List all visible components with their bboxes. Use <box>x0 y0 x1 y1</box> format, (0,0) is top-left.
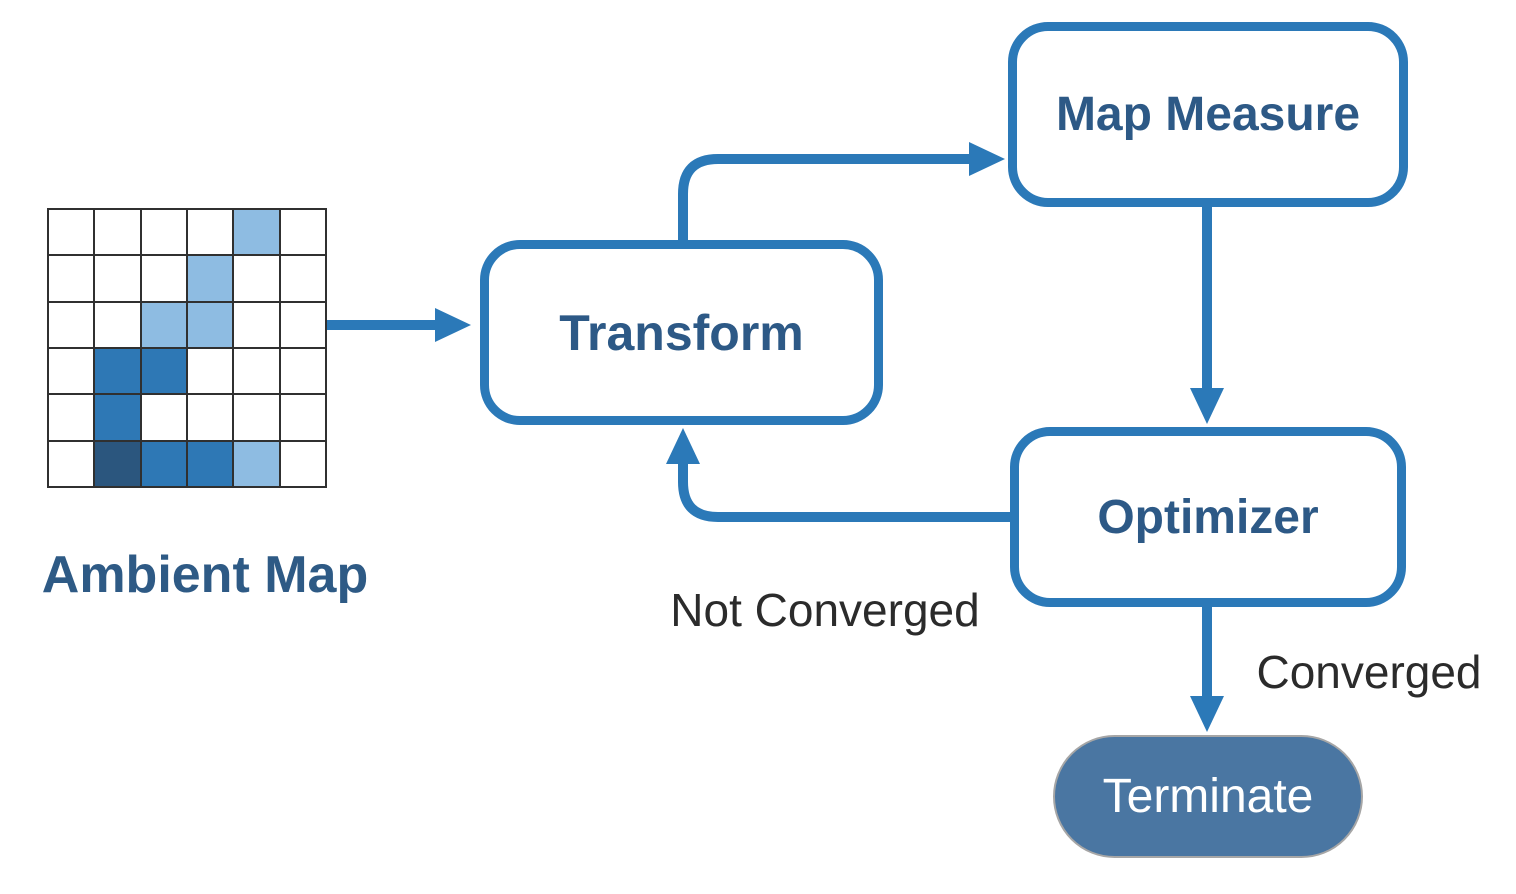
grid-cell <box>280 348 325 394</box>
grid-cell <box>95 395 140 440</box>
grid-cell <box>141 348 186 394</box>
node-map-measure: Map Measure <box>1008 22 1408 207</box>
grid-cell <box>49 441 94 486</box>
grid-cell <box>234 210 279 255</box>
grid-cell <box>95 348 140 394</box>
node-terminate: Terminate <box>1053 735 1363 858</box>
grid-cell <box>49 210 94 255</box>
ambient-map-caption: Ambient Map <box>41 546 369 604</box>
grid-cell <box>49 302 94 347</box>
grid-cell <box>234 256 279 301</box>
grid-cell <box>141 210 186 255</box>
grid-cell <box>234 441 279 486</box>
node-optimizer: Optimizer <box>1010 427 1406 607</box>
grid-cell <box>234 395 279 440</box>
edge-label-not-converged: Not Converged <box>670 584 980 636</box>
grid-cell <box>187 348 233 394</box>
grid-cell <box>187 256 233 301</box>
grid-cell <box>141 395 186 440</box>
grid-cell <box>280 210 325 255</box>
ambient-map-grid <box>47 208 327 488</box>
grid-cell <box>187 395 233 440</box>
grid-cell <box>187 210 233 255</box>
grid-cell <box>280 302 325 347</box>
grid-cell <box>234 348 279 394</box>
grid-cell <box>187 302 233 347</box>
grid-cell <box>141 441 186 486</box>
arrow-optimizer-to-transform <box>666 428 1012 522</box>
grid-cell <box>141 302 186 347</box>
edge-label-converged: Converged <box>1256 646 1482 698</box>
grid-cell <box>280 395 325 440</box>
grid-cell <box>49 256 94 301</box>
grid-cell <box>95 302 140 347</box>
grid-cell <box>95 441 140 486</box>
grid-cell <box>95 210 140 255</box>
grid-cell <box>280 441 325 486</box>
grid-cell <box>49 395 94 440</box>
arrow-transform-to-map-measure <box>678 142 1005 242</box>
grid-cell <box>95 256 140 301</box>
grid-cell <box>234 302 279 347</box>
grid-cell <box>187 441 233 486</box>
grid-cell <box>280 256 325 301</box>
grid-cell <box>49 348 94 394</box>
grid-cell <box>141 256 186 301</box>
node-transform: Transform <box>480 240 883 425</box>
